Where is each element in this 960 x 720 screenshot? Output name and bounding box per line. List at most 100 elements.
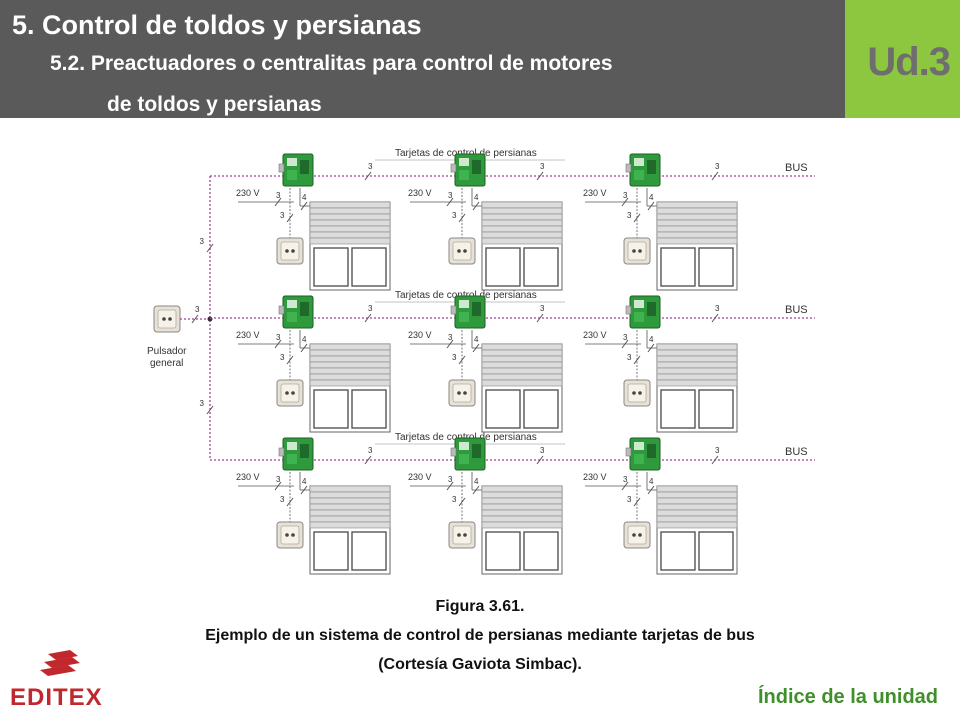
wire-slash bbox=[647, 343, 655, 353]
figure-caption-line2: (Cortesía Gaviota Simbac). bbox=[378, 656, 582, 673]
control-card-icon bbox=[278, 153, 314, 187]
wire-slash bbox=[647, 201, 655, 211]
wire-count-label: 3 bbox=[452, 495, 457, 504]
editex-logo-icon bbox=[40, 650, 80, 676]
roller-blind-window bbox=[656, 201, 738, 291]
wire-slash bbox=[286, 497, 294, 507]
bus-row-3: Tarjetas de control de persianasBUS3230 … bbox=[210, 432, 815, 575]
wire-count-label: 3 bbox=[623, 333, 628, 342]
wire-count-label: 3 bbox=[540, 446, 545, 455]
wire-count-label: 3 bbox=[452, 211, 457, 220]
bus-label: BUS bbox=[785, 304, 808, 316]
wire-slash bbox=[472, 201, 480, 211]
wire-slash bbox=[286, 213, 294, 223]
push-button-icon bbox=[448, 521, 476, 549]
section-subtitle-line2: de toldos y persianas bbox=[107, 93, 322, 116]
voltage-label: 230 V bbox=[583, 330, 607, 340]
push-button-icon bbox=[448, 379, 476, 407]
push-button-icon bbox=[276, 521, 304, 549]
voltage-label: 230 V bbox=[408, 330, 432, 340]
control-unit: 3 230 V 3 3 4 bbox=[583, 295, 738, 433]
voltage-label: 230 V bbox=[408, 472, 432, 482]
voltage-label: 230 V bbox=[583, 472, 607, 482]
voltage-label: 230 V bbox=[408, 188, 432, 198]
bus-label: BUS bbox=[785, 446, 808, 458]
wire-slash bbox=[621, 481, 629, 491]
wire-count-label: 4 bbox=[649, 335, 654, 344]
wire-slash bbox=[458, 213, 466, 223]
wire-count-label: 3 bbox=[280, 211, 285, 220]
wire-count-label: 4 bbox=[649, 193, 654, 202]
wire-slash bbox=[536, 171, 544, 181]
section-subtitle-line1: 5.2. Preactuadores o centralitas para co… bbox=[50, 52, 613, 75]
wire-count-label: 3 bbox=[448, 333, 453, 342]
wire-count-label: 3 bbox=[200, 399, 205, 408]
control-card-icon bbox=[625, 153, 661, 187]
control-card-icon bbox=[450, 295, 486, 329]
voltage-label: 230 V bbox=[236, 472, 260, 482]
unit-label: Ud.3 bbox=[867, 40, 951, 84]
wire-count-label: 3 bbox=[200, 237, 205, 246]
bus-row-1: Tarjetas de control de persianasBUS3230 … bbox=[210, 148, 815, 291]
wire-count-label: 3 bbox=[276, 475, 281, 484]
figure-caption-line1: Ejemplo de un sistema de control de pers… bbox=[205, 627, 755, 644]
wire-slash bbox=[458, 497, 466, 507]
wire-slash bbox=[621, 197, 629, 207]
wire-count-label: 4 bbox=[302, 335, 307, 344]
control-card-icon bbox=[450, 437, 486, 471]
wire-count-label: 3 bbox=[276, 333, 281, 342]
wire-count-label: 3 bbox=[276, 191, 281, 200]
junction-dot bbox=[207, 316, 213, 322]
roller-blind-window bbox=[656, 485, 738, 575]
wire-slash bbox=[300, 201, 308, 211]
wire-count-label: 3 bbox=[280, 353, 285, 362]
wire-count-label: 3 bbox=[368, 446, 373, 455]
general-button-label-line1: Pulsador bbox=[147, 346, 187, 357]
wire-count-label: 4 bbox=[474, 335, 479, 344]
wire-count-label: 4 bbox=[302, 477, 307, 486]
wire-count-label: 3 bbox=[452, 353, 457, 362]
wire-count-label: 3 bbox=[715, 162, 720, 171]
wire-count-label: 3 bbox=[280, 495, 285, 504]
wire-count-label: 3 bbox=[368, 304, 373, 313]
wire-count-label: 3 bbox=[715, 304, 720, 313]
wire-count-label: 3 bbox=[627, 495, 632, 504]
voltage-label: 230 V bbox=[583, 188, 607, 198]
wire-count-label: 3 bbox=[368, 162, 373, 171]
wire-count-label: 3 bbox=[715, 446, 720, 455]
roller-blind-window bbox=[309, 201, 391, 291]
wire-slash bbox=[711, 455, 719, 465]
wire-slash bbox=[621, 339, 629, 349]
wire-slash bbox=[300, 485, 308, 495]
unit-badge: Ud.3 bbox=[845, 0, 960, 118]
control-card-icon bbox=[278, 295, 314, 329]
roller-blind-window bbox=[309, 485, 391, 575]
wire-slash bbox=[633, 213, 641, 223]
push-button-icon bbox=[276, 237, 304, 265]
wire-slash bbox=[364, 313, 372, 323]
wire-slash bbox=[206, 243, 214, 253]
wire-count-label: 3 bbox=[195, 305, 200, 314]
wire-count-label: 3 bbox=[448, 191, 453, 200]
wire-slash bbox=[536, 313, 544, 323]
wire-slash bbox=[711, 313, 719, 323]
wire-slash bbox=[274, 339, 282, 349]
header-bar: 5. Control de toldos y persianas 5.2. Pr… bbox=[0, 0, 845, 118]
wire-count-label: 3 bbox=[448, 475, 453, 484]
wire-slash bbox=[472, 343, 480, 353]
editex-logo-text: EDITEX bbox=[10, 684, 103, 711]
wire-count-label: 4 bbox=[302, 193, 307, 202]
wire-count-label: 3 bbox=[623, 191, 628, 200]
bus-row-2: Tarjetas de control de persianasBUS3230 … bbox=[210, 290, 815, 433]
push-button-icon bbox=[276, 379, 304, 407]
push-button-icon bbox=[623, 521, 651, 549]
unit-index-link[interactable]: Índice de la unidad bbox=[757, 686, 938, 708]
wire-count-label: 3 bbox=[627, 353, 632, 362]
wire-slash bbox=[274, 481, 282, 491]
